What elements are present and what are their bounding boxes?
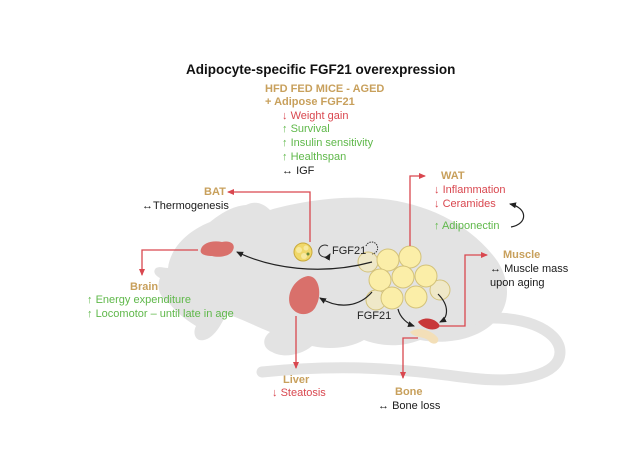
brain-label: Brain xyxy=(130,281,159,293)
wat-effect-inflammation: ↓ Inflammation xyxy=(434,184,506,196)
bat-effect-thermogenesis: ↔Thermogenesis xyxy=(142,200,229,212)
bat-tissue xyxy=(293,242,313,262)
autocrine-loop-bat xyxy=(318,244,331,261)
decrease-arrow-icon: ↓ xyxy=(434,184,440,196)
unchanged-arrow-icon: ↔ xyxy=(378,400,389,412)
increase-arrow-icon: ↑ xyxy=(282,123,288,135)
decrease-arrow-icon: ↓ xyxy=(434,198,440,210)
bat-label: BAT xyxy=(204,186,226,198)
fgf21-label-top: FGF21 xyxy=(332,245,367,257)
brain-effect-energy-expenditure: ↑ Energy expenditure xyxy=(87,294,191,306)
arrow-to-wat xyxy=(409,173,426,246)
autocrine-loop-wat xyxy=(365,241,379,255)
increase-arrow-icon: ↑ xyxy=(282,151,288,163)
wat-effect-adiponectin: ↑ Adiponectin xyxy=(434,220,500,232)
decrease-arrow-icon: ↓ xyxy=(272,387,278,399)
figure-title: Adipocyte-specific FGF21 overexpression xyxy=(186,62,456,77)
muscle-bone-tissue xyxy=(410,318,440,344)
fgf21-arrow-to-muscle-1 xyxy=(397,308,415,327)
decrease-arrow-icon: ↓ xyxy=(282,110,288,122)
effect-healthspan: ↑ Healthspan xyxy=(282,151,347,163)
bone-label: Bone xyxy=(395,386,423,398)
brain-tissue xyxy=(200,241,234,257)
unchanged-arrow-icon: ↔ xyxy=(142,200,153,212)
liver-tissue xyxy=(289,276,320,315)
arrow-to-bone xyxy=(400,337,418,379)
increase-arrow-icon: ↑ xyxy=(434,220,440,232)
effect-insulin-sensitivity: ↑ Insulin sensitivity xyxy=(282,137,374,149)
fgf21-arrow-to-brain xyxy=(236,251,373,270)
fgf21-label-bottom: FGF21 xyxy=(357,310,392,322)
adiponectin-to-ceramides-arrow xyxy=(509,202,525,228)
wat-effect-ceramides: ↓ Ceramides xyxy=(434,198,496,210)
muscle-effect-aging: upon aging xyxy=(490,277,545,289)
increase-arrow-icon: ↑ xyxy=(87,294,93,306)
wat-label: WAT xyxy=(441,170,465,182)
treatment-label: + Adipose FGF21 xyxy=(265,96,355,108)
effect-igf: ↔ IGF xyxy=(282,165,315,177)
brain-effect-locomotor: ↑ Locomotor – until late in age xyxy=(87,308,234,320)
arrow-to-muscle xyxy=(440,252,488,327)
effect-survival: ↑ Survival xyxy=(282,123,330,135)
liver-effect-steatosis: ↓ Steatosis xyxy=(272,387,326,399)
muscle-label: Muscle xyxy=(503,249,541,261)
condition-label: HFD FED MICE - AGED xyxy=(265,83,385,95)
increase-arrow-icon: ↑ xyxy=(282,137,288,149)
arrow-to-brain xyxy=(139,249,198,276)
fgf21-arrow-to-liver xyxy=(319,291,373,306)
liver-label: Liver xyxy=(283,374,310,386)
increase-arrow-icon: ↑ xyxy=(87,308,93,320)
arrow-to-bat xyxy=(227,189,311,242)
mouse-silhouette xyxy=(154,197,566,386)
unchanged-arrow-icon: ↔ xyxy=(282,165,293,177)
effect-weight-gain: ↓ Weight gain xyxy=(282,110,349,122)
unchanged-arrow-icon: ↔ xyxy=(490,263,501,275)
wat-adipocyte-cluster xyxy=(357,245,451,311)
fgf21-arrow-to-muscle-2 xyxy=(437,293,448,323)
bone-effect-bone-loss: ↔ Bone loss xyxy=(378,400,441,412)
muscle-effect-mass: ↔ Muscle mass xyxy=(490,263,569,275)
mouse-body xyxy=(154,197,508,356)
mouse-tail xyxy=(256,312,566,386)
